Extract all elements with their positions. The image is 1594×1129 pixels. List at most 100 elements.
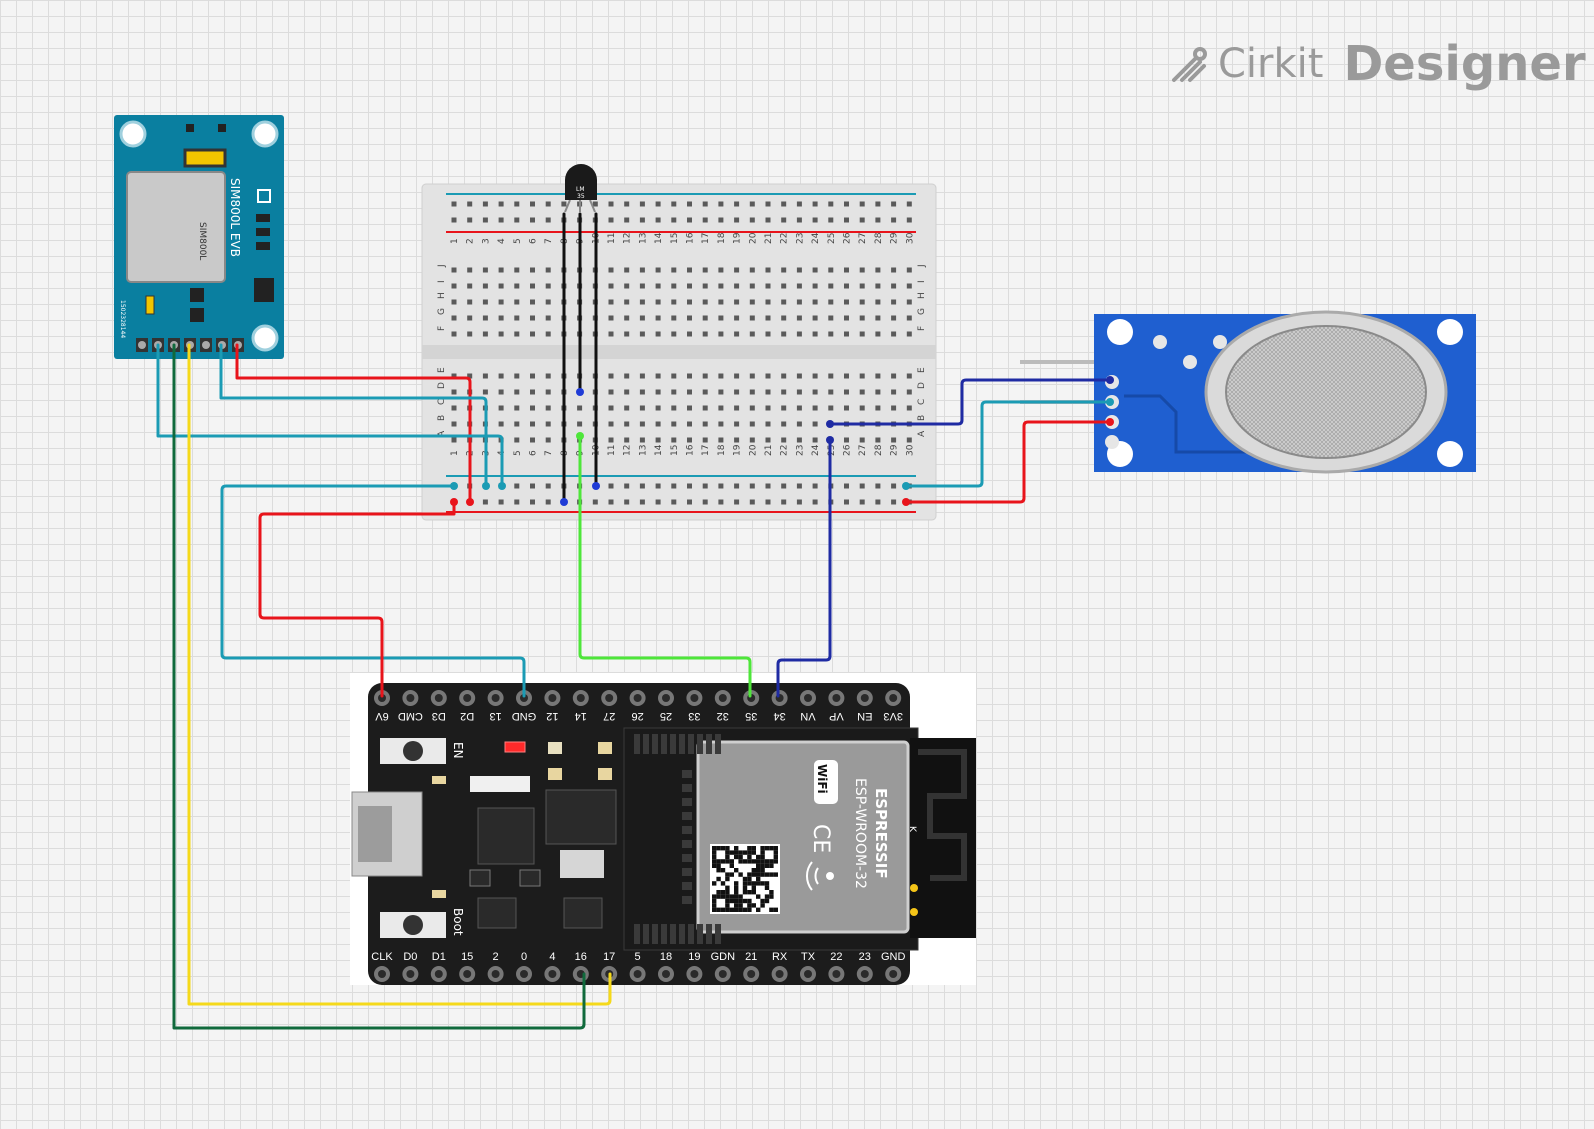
breadboard-hole[interactable] <box>671 283 677 289</box>
breadboard-hole[interactable] <box>749 437 755 443</box>
breadboard-hole[interactable] <box>828 373 834 379</box>
breadboard-hole[interactable] <box>514 405 520 411</box>
breadboard-hole[interactable] <box>718 217 724 223</box>
breadboard-hole[interactable] <box>734 315 740 321</box>
breadboard-hole[interactable] <box>812 499 818 505</box>
breadboard-hole[interactable] <box>514 437 520 443</box>
breadboard-hole[interactable] <box>796 331 802 337</box>
breadboard-hole[interactable] <box>812 389 818 395</box>
breadboard-hole[interactable] <box>655 405 661 411</box>
breadboard-hole[interactable] <box>765 315 771 321</box>
wire-sim-teal-rx[interactable] <box>219 343 488 488</box>
breadboard-hole[interactable] <box>859 299 865 305</box>
breadboard-hole[interactable] <box>639 405 645 411</box>
breadboard-hole[interactable] <box>451 437 457 443</box>
breadboard-hole[interactable] <box>906 201 912 207</box>
breadboard-hole[interactable] <box>749 499 755 505</box>
breadboard-hole[interactable] <box>545 405 551 411</box>
breadboard-hole[interactable] <box>671 389 677 395</box>
breadboard-hole[interactable] <box>608 299 614 305</box>
breadboard-hole[interactable] <box>718 267 724 273</box>
breadboard-hole[interactable] <box>734 437 740 443</box>
wire-sim-vcc-red[interactable] <box>235 343 472 504</box>
breadboard-hole[interactable] <box>702 315 708 321</box>
breadboard-hole[interactable] <box>530 283 535 289</box>
breadboard-hole[interactable] <box>498 389 504 395</box>
breadboard-hole[interactable] <box>749 373 755 379</box>
breadboard-hole[interactable] <box>655 299 661 305</box>
breadboard-hole[interactable] <box>702 201 708 207</box>
breadboard-hole[interactable] <box>749 483 755 489</box>
breadboard-hole[interactable] <box>844 437 849 443</box>
breadboard-hole[interactable] <box>482 389 488 395</box>
breadboard-hole[interactable] <box>482 331 488 337</box>
breadboard-hole[interactable] <box>875 283 881 289</box>
breadboard-hole[interactable] <box>687 421 692 427</box>
breadboard-hole[interactable] <box>828 389 834 395</box>
breadboard-hole[interactable] <box>702 483 708 489</box>
breadboard-hole[interactable] <box>467 201 473 207</box>
breadboard-hole[interactable] <box>875 405 881 411</box>
breadboard-hole[interactable] <box>639 331 645 337</box>
breadboard-hole[interactable] <box>608 331 614 337</box>
breadboard-hole[interactable] <box>655 267 661 273</box>
breadboard-hole[interactable] <box>671 315 677 321</box>
breadboard-hole[interactable] <box>718 421 724 427</box>
breadboard-hole[interactable] <box>844 331 849 337</box>
breadboard-hole[interactable] <box>624 373 630 379</box>
breadboard-hole[interactable] <box>482 315 488 321</box>
breadboard-hole[interactable] <box>498 315 504 321</box>
wire-mq-out-blue[interactable] <box>776 438 832 698</box>
breadboard-hole[interactable] <box>859 405 865 411</box>
breadboard-hole[interactable] <box>844 201 849 207</box>
breadboard-hole[interactable] <box>859 437 865 443</box>
breadboard-hole[interactable] <box>906 267 912 273</box>
sim800l-pin[interactable] <box>202 341 210 349</box>
breadboard-hole[interactable] <box>796 405 802 411</box>
breadboard-hole[interactable] <box>671 217 677 223</box>
breadboard-hole[interactable] <box>875 299 881 305</box>
breadboard-hole[interactable] <box>545 201 551 207</box>
breadboard-hole[interactable] <box>718 283 724 289</box>
breadboard-hole[interactable] <box>749 267 755 273</box>
breadboard-hole[interactable] <box>451 283 457 289</box>
breadboard-hole[interactable] <box>687 267 692 273</box>
breadboard-hole[interactable] <box>608 389 614 395</box>
breadboard-hole[interactable] <box>451 405 457 411</box>
breadboard-hole[interactable] <box>498 499 504 505</box>
breadboard-hole[interactable] <box>639 217 645 223</box>
breadboard-hole[interactable] <box>514 389 520 395</box>
breadboard-hole[interactable] <box>561 201 567 207</box>
breadboard-hole[interactable] <box>545 421 551 427</box>
breadboard-hole[interactable] <box>545 217 551 223</box>
breadboard-hole[interactable] <box>749 315 755 321</box>
breadboard-hole[interactable] <box>624 389 630 395</box>
breadboard-hole[interactable] <box>734 201 740 207</box>
breadboard-hole[interactable] <box>482 373 488 379</box>
breadboard-hole[interactable] <box>718 405 724 411</box>
boot-button-cap[interactable] <box>403 915 423 935</box>
breadboard-hole[interactable] <box>875 389 881 395</box>
breadboard-hole[interactable] <box>655 315 661 321</box>
breadboard-hole[interactable] <box>639 315 645 321</box>
breadboard-hole[interactable] <box>906 331 912 337</box>
breadboard-hole[interactable] <box>655 331 661 337</box>
breadboard-hole[interactable] <box>624 201 630 207</box>
breadboard-hole[interactable] <box>844 299 849 305</box>
breadboard-hole[interactable] <box>781 217 787 223</box>
breadboard-hole[interactable] <box>530 331 535 337</box>
wire-mq-ao-blue[interactable] <box>828 378 1112 426</box>
breadboard-hole[interactable] <box>451 389 457 395</box>
breadboard-hole[interactable] <box>514 217 520 223</box>
breadboard-hole[interactable] <box>655 201 661 207</box>
breadboard-hole[interactable] <box>859 373 865 379</box>
breadboard-hole[interactable] <box>639 499 645 505</box>
breadboard-hole[interactable] <box>514 331 520 337</box>
breadboard-hole[interactable] <box>545 331 551 337</box>
breadboard-hole[interactable] <box>514 483 520 489</box>
breadboard-hole[interactable] <box>749 299 755 305</box>
breadboard-hole[interactable] <box>467 373 473 379</box>
breadboard-hole[interactable] <box>765 483 771 489</box>
breadboard-hole[interactable] <box>828 331 834 337</box>
breadboard-hole[interactable] <box>467 283 473 289</box>
